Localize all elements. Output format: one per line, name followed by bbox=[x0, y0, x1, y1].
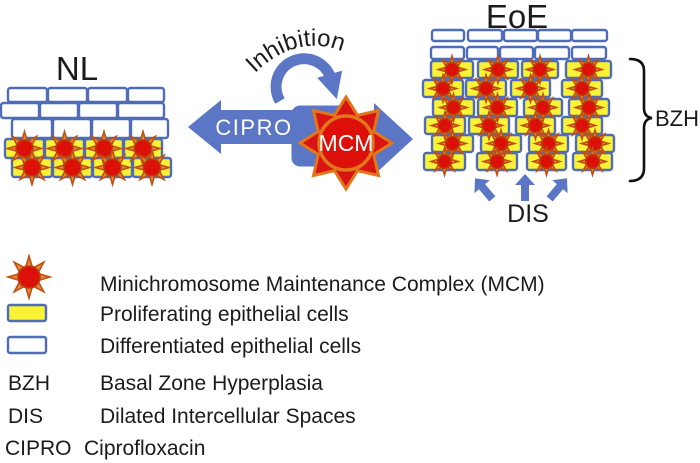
differentiated-cell bbox=[46, 86, 89, 104]
mcm-star-core bbox=[574, 117, 590, 134]
mcm-star-core bbox=[63, 158, 82, 177]
mcm-star-core bbox=[133, 139, 153, 158]
differentiated-cell bbox=[465, 45, 500, 61]
differentiated-cell bbox=[536, 28, 573, 43]
mcm-star-core bbox=[527, 117, 544, 134]
differentiated-cell bbox=[429, 45, 466, 61]
differentiated-cell bbox=[533, 45, 571, 61]
mcm-star-core bbox=[580, 61, 597, 78]
cipro-arrow-label: CIPRO bbox=[215, 115, 292, 140]
mcm-star-core bbox=[444, 61, 460, 78]
mcm-star-core bbox=[436, 153, 453, 170]
differentiated-cell bbox=[38, 101, 80, 120]
legend-label-mcm: Minichromosome Maintenance Complex (MCM) bbox=[100, 273, 545, 296]
legend-label-bzh: Basal Zone Hyperplasia bbox=[100, 372, 323, 395]
inhibition-arrow bbox=[270, 53, 343, 104]
differentiated-cell bbox=[86, 86, 129, 104]
mcm-star-core bbox=[493, 135, 509, 152]
mcm-star-icon bbox=[5, 253, 53, 301]
mcm-star-core bbox=[584, 153, 601, 170]
differentiated-cell bbox=[90, 117, 132, 140]
legend-abbr-dis: DIS bbox=[8, 405, 43, 428]
mcm-star-core bbox=[581, 99, 597, 116]
mcm-star-core bbox=[17, 265, 41, 289]
mcm-star-core bbox=[587, 135, 603, 152]
mcm-star-icon bbox=[297, 94, 395, 192]
mcm-star-core bbox=[94, 139, 114, 158]
mcm-star-core bbox=[445, 99, 462, 116]
mcm-star-core bbox=[481, 117, 497, 134]
mcm-star-core bbox=[532, 61, 548, 78]
differentiated-cell bbox=[0, 101, 41, 120]
mcm-star-core bbox=[574, 80, 590, 97]
mcm-star-core bbox=[437, 117, 453, 134]
dis-arrow-right bbox=[546, 178, 568, 202]
mcm-star-core bbox=[489, 153, 505, 170]
mcm-star-core bbox=[55, 139, 74, 158]
mcm-star-core bbox=[490, 61, 506, 78]
legend-label-dis: Dilated Intercellular Spaces bbox=[100, 405, 356, 428]
mcm-star-core bbox=[444, 135, 461, 152]
differentiated-cell bbox=[430, 28, 466, 43]
differentiated-cell-swatch bbox=[6, 335, 48, 355]
bzh-annotation: BZH bbox=[655, 106, 699, 131]
mcm-star-core bbox=[478, 80, 494, 97]
differentiated-cell bbox=[126, 86, 166, 104]
mcm-star-core bbox=[535, 99, 551, 116]
differentiated-cell bbox=[570, 28, 609, 43]
differentiated-cell bbox=[116, 101, 166, 120]
mcm-star-core bbox=[142, 158, 162, 177]
differentiated-cell bbox=[466, 28, 504, 43]
panel-title-nl: NL bbox=[56, 50, 98, 87]
proliferating-cell-swatch bbox=[6, 303, 48, 323]
mcm-star-core bbox=[522, 80, 539, 97]
nl-cell-stack bbox=[0, 86, 173, 188]
mcm-star-core bbox=[538, 153, 555, 170]
cipro-arrow bbox=[188, 100, 298, 154]
mcm-star-core bbox=[489, 99, 506, 116]
legend-label-proliferating: Proliferating epithelial cells bbox=[100, 303, 349, 326]
bzh-bracket bbox=[628, 57, 653, 183]
differentiated-cell bbox=[10, 117, 54, 140]
legend-abbr-cipro: CIPRO bbox=[5, 437, 72, 460]
mcm-star-core bbox=[317, 114, 375, 172]
mcm-star-core bbox=[15, 139, 34, 158]
dis-arrow-left bbox=[474, 178, 496, 202]
differentiated-cell bbox=[77, 101, 119, 120]
differentiated-cell bbox=[502, 28, 539, 43]
legend: Minichromosome Maintenance Complex (MCM)… bbox=[5, 253, 545, 460]
legend-abbr-bzh: BZH bbox=[8, 372, 50, 395]
differentiated-cell bbox=[498, 45, 535, 61]
mcm-star-core bbox=[435, 80, 451, 97]
mcm-star-label: MCM bbox=[319, 130, 374, 156]
mcm-star-core bbox=[103, 158, 122, 177]
dis-arrow-middle bbox=[515, 174, 535, 201]
dis-annotation: DIS bbox=[507, 200, 549, 228]
differentiated-cell bbox=[129, 117, 170, 140]
eoe-cell-stack bbox=[421, 28, 616, 178]
mcm-star-core bbox=[540, 135, 557, 152]
legend-label-differentiated: Differentiated epithelial cells bbox=[100, 335, 361, 358]
legend-label-cipro: Ciprofloxacin bbox=[84, 437, 205, 460]
differentiated-cell bbox=[51, 117, 93, 140]
mcm-star-core bbox=[22, 158, 42, 177]
differentiated-cell bbox=[6, 86, 49, 104]
